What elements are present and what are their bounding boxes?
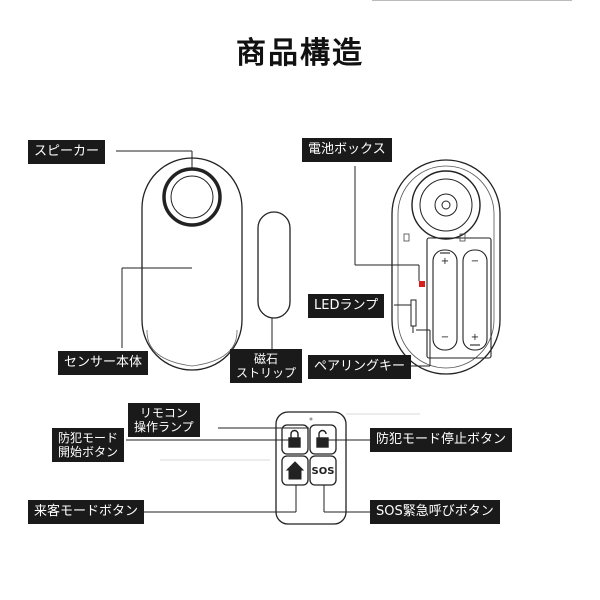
label-arm-start-line2: 開始ボタン [58,445,119,459]
label-pairing-key: ペアリングキー [308,355,412,379]
back-speaker-icon [411,170,481,240]
top-divider [372,0,572,1]
svg-text:−: − [441,332,449,343]
speaker-icon [162,167,222,227]
label-speaker: スピーカー [28,140,106,164]
label-led-lamp: LEDランプ [308,294,385,318]
lock-icon [288,429,301,448]
label-arm-start-line1: 防犯モード [58,431,119,445]
label-arm-start: 防犯モード 開始ボタン [52,428,125,462]
label-sensor-body: センサー本体 [58,351,149,375]
unlock-icon [316,429,329,448]
back-contacts [403,233,466,242]
svg-text:−: − [471,256,479,267]
faint-guide-lines [160,413,420,461]
leader-lines [116,150,431,513]
pairing-key [410,299,417,333]
sensor-back [391,159,501,375]
label-magnet-strip-line1: 磁石 [254,352,279,366]
home-icon [285,461,305,480]
label-arm-stop: 防犯モード停止ボタン [370,428,513,452]
remote-led-dots [309,417,313,421]
sos-button-text: SOS [312,466,335,477]
label-battery-box: 電池ボックス [302,138,392,162]
svg-text:+: + [471,332,479,343]
battery-polarity-marks: + − − + [441,256,479,343]
magnet-strip [257,211,291,319]
page-title: 商品構造 [236,36,364,71]
label-remote-lamp: リモコン 操作ランプ [128,403,200,437]
battery-compartment [426,237,492,359]
label-magnet-strip: 磁石 ストリップ [230,349,303,383]
led-indicator [419,281,425,287]
svg-text:+: + [441,256,449,267]
sensor-body [141,157,243,371]
label-magnet-strip-line2: ストリップ [236,366,297,380]
label-guest-mode: 来客モードボタン [28,500,145,524]
label-sos-button: SOS緊急呼びボタン [370,500,500,524]
label-remote-lamp-line2: 操作ランプ [134,420,194,434]
label-remote-lamp-line1: リモコン [139,406,188,420]
